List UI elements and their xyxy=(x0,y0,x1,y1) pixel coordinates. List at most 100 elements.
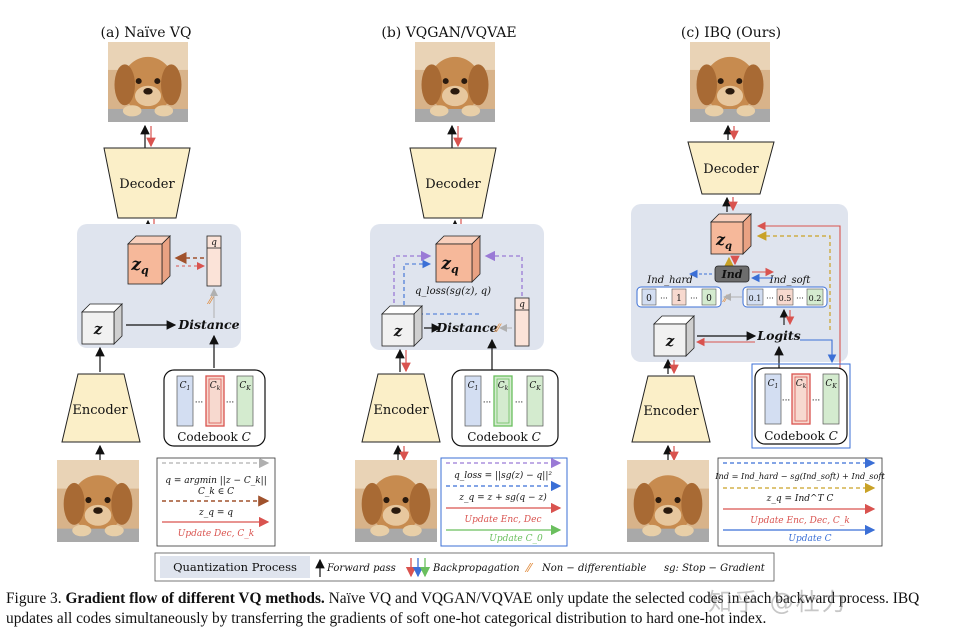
encoder-a xyxy=(61,373,141,443)
zq-cube-c xyxy=(710,213,752,255)
output-image-c xyxy=(690,42,770,122)
svg-text:···: ··· xyxy=(782,396,791,406)
input-image-b xyxy=(355,460,437,542)
encoder-b xyxy=(361,373,441,443)
gold-dashed-route-c xyxy=(756,231,831,330)
encoder-c xyxy=(631,375,711,443)
svg-text:z_q = z + sg(q − z): z_q = z + sg(q − z) xyxy=(458,492,547,503)
zq-cube-a xyxy=(127,235,171,285)
decoder-b-label: Decoder xyxy=(425,177,481,192)
codebook-label-b: Codebook C xyxy=(467,430,541,444)
svg-text:Ck: Ck xyxy=(498,381,509,392)
q-vector-a xyxy=(206,235,222,287)
distance-label-a: Distance xyxy=(177,317,239,332)
svg-text:Update C: Update C xyxy=(788,534,831,544)
caption-text: Naïve VQ and VQGAN/VQVAE only update the… xyxy=(6,590,920,627)
svg-text:0.5: 0.5 xyxy=(779,294,792,303)
output-image-b xyxy=(415,42,495,122)
svg-text:0: 0 xyxy=(646,294,652,304)
input-image-c xyxy=(627,460,709,542)
watermark: 知乎 @杜力 xyxy=(708,588,848,616)
svg-text:···: ··· xyxy=(766,294,774,303)
decoder-c-label: Decoder xyxy=(703,162,759,177)
codebook-label-c: Codebook C xyxy=(764,429,838,443)
zq-label-c: zq xyxy=(715,230,732,252)
ind-box-c xyxy=(714,265,750,283)
svg-text:···: ··· xyxy=(483,398,492,408)
z-label-c: z xyxy=(665,332,675,350)
distance-label-b: Distance xyxy=(435,320,497,335)
nondiff-icon: ⁄⁄ xyxy=(524,561,534,575)
panel-b-title: (b) VQGAN/VQVAE xyxy=(381,25,516,41)
svg-text:···: ··· xyxy=(515,398,524,408)
figure-caption: Figure 3. Gradient flow of different VQ … xyxy=(6,589,946,629)
quantization-process-swatch xyxy=(160,556,310,578)
caption-bold: Gradient flow of different VQ methods. xyxy=(65,590,325,607)
svg-text:···: ··· xyxy=(195,398,204,408)
stop-gradient-label: sg: Stop − Gradient xyxy=(664,563,766,574)
svg-text:C1: C1 xyxy=(768,379,779,390)
svg-text:CK: CK xyxy=(825,379,837,390)
z-cube-a xyxy=(81,303,123,345)
z-cube-b xyxy=(381,305,423,347)
svg-text:0.1: 0.1 xyxy=(749,294,762,303)
svg-text:···: ··· xyxy=(812,396,821,406)
svg-text:q = argmin ||z − C_k||: q = argmin ||z − C_k|| xyxy=(165,476,267,486)
input-image-a xyxy=(57,460,139,542)
svg-text:C1: C1 xyxy=(468,381,479,392)
svg-text:···: ··· xyxy=(226,398,235,408)
codebook-label-a: Codebook C xyxy=(177,430,251,444)
z-cube-c xyxy=(653,315,695,357)
decoder-c xyxy=(687,141,775,195)
svg-text:Update Enc, Dec, C_k: Update Enc, Dec, C_k xyxy=(750,516,850,526)
zq-label-b: zq xyxy=(440,254,459,276)
panel-c-title: (c) IBQ (Ours) xyxy=(681,25,781,41)
svg-text:⁄⁄: ⁄⁄ xyxy=(493,322,502,335)
nondiff-mark-a: ⁄⁄ xyxy=(206,294,215,307)
panel-a-title: (a) Naïve VQ xyxy=(100,25,191,41)
zq-cube-b xyxy=(435,235,481,283)
blue-route-c xyxy=(800,339,837,364)
svg-text:···: ··· xyxy=(660,294,668,303)
codebook-outer-c xyxy=(751,363,851,449)
q-label-a: q xyxy=(211,238,217,248)
svg-text:CK: CK xyxy=(529,381,541,392)
purple-dashed-left-b xyxy=(393,250,432,310)
output-image-a xyxy=(108,42,188,122)
purple-dashed-right-b xyxy=(484,250,523,310)
z-label-a: z xyxy=(93,320,103,338)
logits-label-c: Logits xyxy=(756,328,800,343)
decoder-a xyxy=(103,147,191,219)
zq-label-a: zq xyxy=(130,255,149,277)
legend-box-b xyxy=(440,457,568,547)
forward-pass-label: Forward pass xyxy=(326,563,396,574)
svg-text:CK: CK xyxy=(239,381,251,392)
decoder-b xyxy=(409,147,497,219)
ind-soft-label-c: Ind_soft xyxy=(769,275,812,286)
panel-a: (a) Naïve VQ Decoder zq q ⁄⁄ xyxy=(57,25,276,547)
svg-text:Update Enc, Dec: Update Enc, Dec xyxy=(465,515,542,525)
svg-text:Update C_0: Update C_0 xyxy=(489,534,543,544)
quantization-process-label: Quantization Process xyxy=(173,560,297,574)
svg-text:Ck: Ck xyxy=(796,379,807,390)
blue-dashed-left-b xyxy=(403,259,432,312)
svg-text:1: 1 xyxy=(676,294,682,304)
decoder-a-label: Decoder xyxy=(119,177,175,192)
svg-text:q_loss = ||sg(z) − q||²: q_loss = ||sg(z) − q||² xyxy=(454,470,552,481)
qloss-label-b: q_loss(sg(z), q) xyxy=(415,286,491,297)
svg-text:C_k ∈ C: C_k ∈ C xyxy=(198,487,234,497)
legend-box-c xyxy=(717,457,883,547)
svg-text:q: q xyxy=(519,300,525,310)
encoder-c-label: Encoder xyxy=(643,404,699,419)
backprop-label: Backpropagation xyxy=(432,563,520,574)
svg-text:Ck: Ck xyxy=(210,381,221,392)
caption-prefix: Figure 3. xyxy=(6,590,62,607)
z-label-b: z xyxy=(393,322,403,340)
svg-text:Update Dec, C_k: Update Dec, C_k xyxy=(178,529,254,539)
ind-label-c: Ind xyxy=(721,268,743,281)
svg-text:z_q = q: z_q = q xyxy=(198,508,233,518)
svg-text:C1: C1 xyxy=(180,381,191,392)
svg-text:···: ··· xyxy=(690,294,698,303)
nondiff-label: Non − differentiable xyxy=(541,563,646,574)
